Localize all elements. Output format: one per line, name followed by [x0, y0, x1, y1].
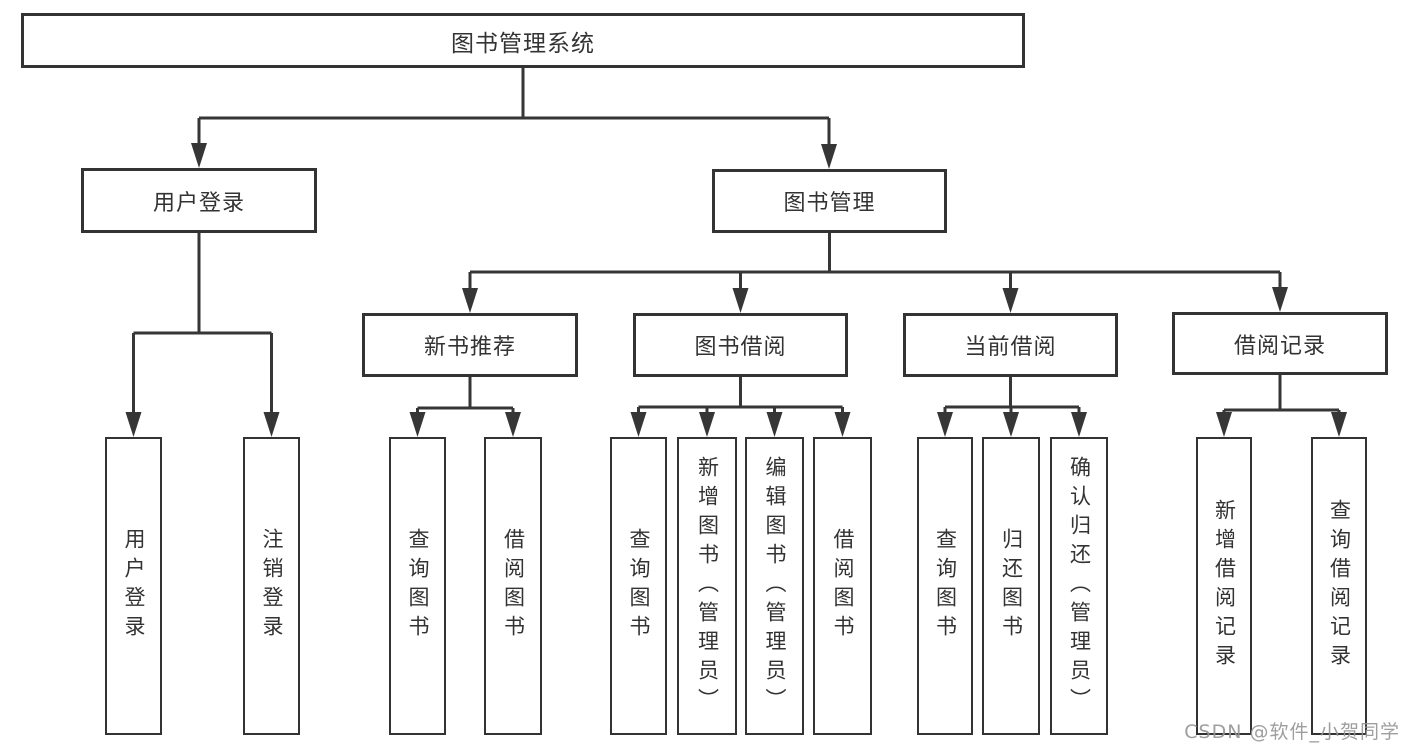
node-bb-add-books: 新增图书（管理员） [677, 437, 737, 735]
node-book-management-label: 图书管理 [783, 191, 876, 216]
arrowhead [1003, 412, 1019, 437]
node-bb-edit-books: 编辑图书（管理员） [745, 437, 804, 735]
node-cb-query-books: 查询图书 [917, 437, 973, 735]
arrowhead [699, 412, 715, 437]
node-br-add-records: 新增借阅记录 [1196, 437, 1252, 735]
node-bb-borrow-books-label: 借阅图书 [831, 528, 855, 644]
node-book-management: 图书管理 [712, 169, 947, 233]
arrowhead [1331, 412, 1347, 437]
arrowhead [1002, 288, 1019, 313]
node-root-label: 图书管理系统 [451, 30, 595, 57]
arrowhead [1216, 412, 1232, 437]
arrowhead [937, 412, 953, 437]
node-logout: 注销登录 [243, 437, 300, 735]
node-bb-edit-books-label: 编辑图书（管理员） [763, 455, 787, 717]
node-borrowing-records: 借阅记录 [1172, 312, 1388, 375]
arrowhead [766, 412, 783, 437]
arrowhead [834, 412, 851, 437]
node-bb-borrow-books: 借阅图书 [813, 437, 872, 735]
node-bb-query-books-label: 查询图书 [627, 528, 651, 644]
arrowhead [821, 144, 837, 169]
node-cb-confirm-return: 确认归还（管理员） [1050, 437, 1108, 735]
node-current-borrowing: 当前借阅 [903, 313, 1118, 377]
node-br-query-records: 查询借阅记录 [1311, 437, 1367, 735]
edge-root-to-level2 [197, 68, 831, 149]
edge-book-management-to-children [468, 233, 1282, 293]
node-bb-query-books: 查询图书 [610, 437, 667, 735]
node-login: 用户登录 [105, 437, 162, 735]
node-cb-return-books: 归还图书 [982, 437, 1040, 735]
node-borrowing-records-label: 借阅记录 [1233, 333, 1326, 359]
arrowhead [630, 412, 647, 437]
arrowhead [1272, 287, 1288, 312]
node-new-book-recommendation: 新书推荐 [362, 313, 578, 377]
arrowhead [505, 412, 521, 437]
node-br-add-records-label: 新增借阅记录 [1212, 499, 1237, 673]
arrowhead [462, 288, 478, 313]
node-cb-confirm-return-label: 确认归还（管理员） [1067, 455, 1092, 717]
arrowhead [732, 288, 749, 313]
node-nb-query-books-label: 查询图书 [406, 528, 430, 644]
node-logout-label: 注销登录 [260, 528, 284, 644]
node-nb-query-books: 查询图书 [389, 437, 446, 735]
edge-user-login-to-children [132, 233, 273, 417]
node-cb-query-books-label: 查询图书 [933, 528, 958, 644]
node-bb-add-books-label: 新增图书（管理员） [695, 455, 720, 717]
node-user-login-label: 用户登录 [152, 190, 245, 216]
arrowhead [1071, 412, 1087, 437]
node-new-book-recommendation-label: 新书推荐 [423, 335, 516, 360]
node-book-borrowing-label: 图书借阅 [694, 335, 787, 360]
arrowhead [125, 412, 142, 437]
node-book-borrowing: 图书借阅 [633, 313, 848, 377]
csdn-watermark: CSDN @软件_小贺同学 [1184, 721, 1400, 743]
edge-borrowing-records-to-children [1222, 375, 1341, 417]
node-login-label: 用户登录 [122, 528, 146, 644]
node-cb-return-books-label: 归还图书 [999, 528, 1024, 644]
arrowhead [409, 412, 426, 437]
arrowhead [263, 412, 280, 437]
edge-current-borrowing-to-children [943, 377, 1081, 417]
node-current-borrowing-label: 当前借阅 [964, 335, 1057, 360]
node-nb-borrow-books-label: 借阅图书 [501, 528, 526, 644]
edge-book-borrowing-to-children [637, 377, 844, 417]
node-br-query-records-label: 查询借阅记录 [1327, 499, 1352, 673]
arrowhead [191, 143, 207, 168]
node-root: 图书管理系统 [21, 13, 1025, 68]
node-user-login: 用户登录 [81, 168, 317, 233]
node-nb-borrow-books: 借阅图书 [484, 437, 542, 735]
edge-new-book-to-children [416, 377, 515, 417]
